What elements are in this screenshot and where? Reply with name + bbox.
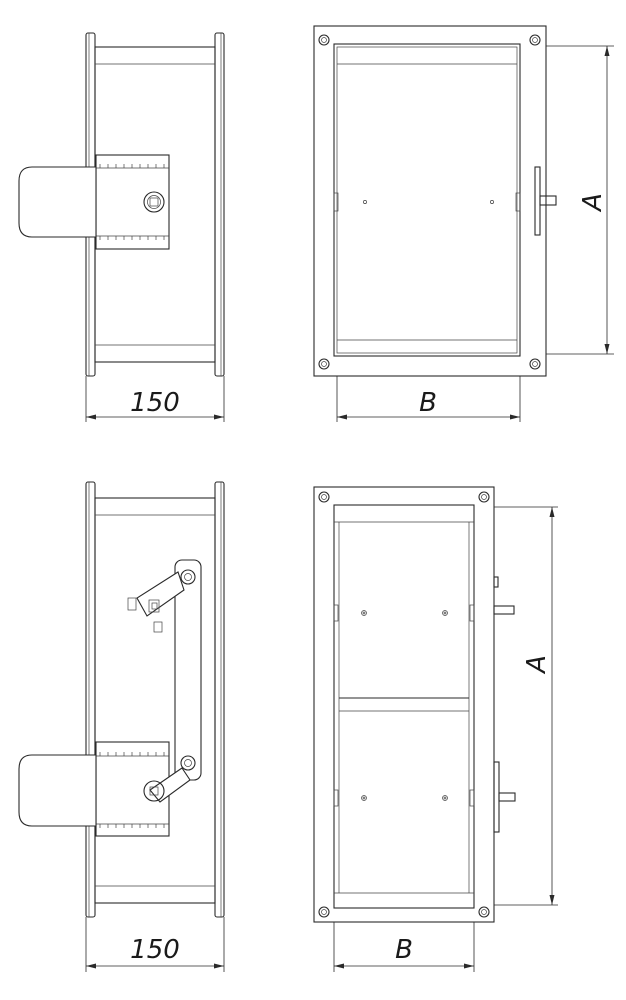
- bottom-side-dimension-label: 150: [130, 935, 180, 965]
- top-side-view: 150: [18, 32, 225, 422]
- top-side-dimension-label: 150: [130, 388, 180, 418]
- top-front-dimension-b: B: [419, 388, 437, 418]
- bottom-front-dimension-a: A: [522, 655, 552, 675]
- bottom-front-view: A B: [313, 486, 558, 972]
- bottom-front-dimension-b: B: [395, 935, 413, 965]
- bottom-side-view: 150: [18, 481, 225, 972]
- top-front-view: A B: [313, 25, 614, 422]
- top-front-dimension-a: A: [578, 193, 608, 213]
